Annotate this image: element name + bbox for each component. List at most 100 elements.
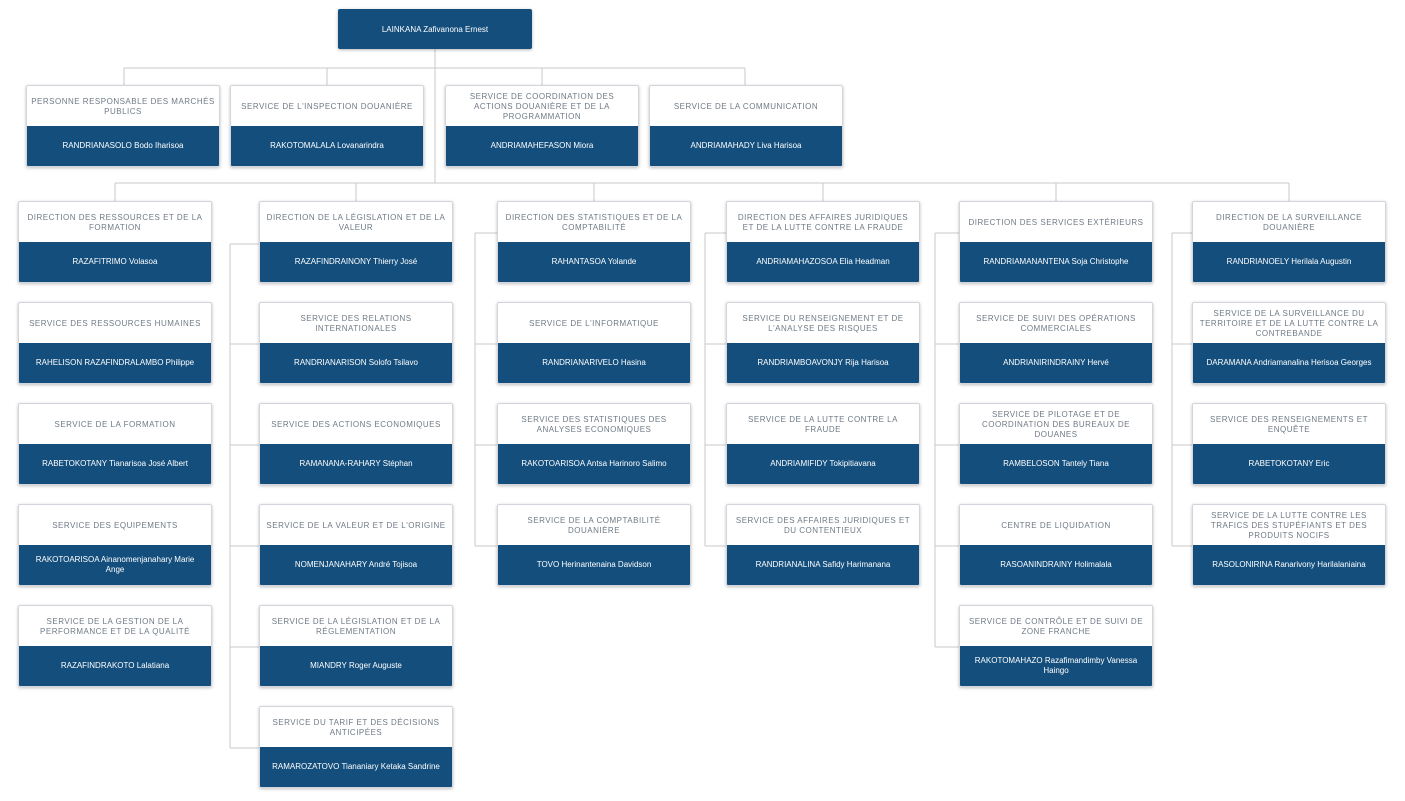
direction-5-service-4[interactable]: SERVICE DE CONTRÔLE ET DE SUIVI DE ZONE … xyxy=(959,605,1153,687)
card-person: NOMENJANAHARY André Tojisoa xyxy=(260,545,452,585)
card-person: RAMBELOSON Tantely Tiana xyxy=(960,444,1152,484)
direction-2-service-1[interactable]: SERVICE DES RELATIONS INTERNATIONALES RA… xyxy=(259,302,453,384)
card-person: RASOANINDRAINY Holimalala xyxy=(960,545,1152,585)
card-person: RAKOTOARISOA Ainanomenjanahary Marie Ang… xyxy=(19,545,211,585)
direction-6-service-1[interactable]: SERVICE DE LA SURVEILLANCE DU TERRITOIRE… xyxy=(1192,302,1386,384)
card-title: SERVICE DE L'INFORMATIQUE xyxy=(529,318,659,328)
card-title: PERSONNE RESPONSABLE DES MARCHÉS PUBLICS xyxy=(31,96,215,116)
card-person: RAMANANA-RAHARY Stéphan xyxy=(260,444,452,484)
direction-6-service-2[interactable]: SERVICE DES RENSEIGNEMENTS ET ENQUÊTE RA… xyxy=(1192,403,1386,485)
card-person: RAZAFITRIMO Volasoa xyxy=(19,242,211,282)
card-title: CENTRE DE LIQUIDATION xyxy=(1001,520,1111,530)
card-person: RANDRIANASOLO Bodo Iharisoa xyxy=(27,126,219,166)
direction-2-service-5[interactable]: SERVICE DU TARIF ET DES DÉCISIONS ANTICI… xyxy=(259,706,453,788)
direction-5[interactable]: DIRECTION DES SERVICES EXTÉRIEURS RANDRI… xyxy=(959,201,1153,283)
card-person: RANDRIAMANANTENA Soja Christophe xyxy=(960,242,1152,282)
root-node[interactable]: LAINKANA Zafivanona Ernest xyxy=(338,9,532,49)
card-person: RASOLONIRINA Ranarivony Harilalaniaina xyxy=(1193,545,1385,585)
card-title: SERVICE DES EQUIPEMENTS xyxy=(52,520,178,530)
card-title: SERVICE DU RENSEIGNEMENT ET DE L'ANALYSE… xyxy=(742,313,904,333)
card-title: SERVICE DE PILOTAGE ET DE COORDINATION D… xyxy=(981,409,1131,439)
card-person: RAKOTOMALALA Lovanarindra xyxy=(231,126,423,166)
card-title: SERVICE DE SUIVI DES OPÉRATIONS COMMERCI… xyxy=(976,313,1136,333)
card-title: SERVICE DE LA LUTTE CONTRE LES TRAFICS D… xyxy=(1210,510,1368,540)
card-title: SERVICE DES RELATIONS INTERNATIONALES xyxy=(300,313,412,333)
card-person: DARAMANA Andriamanalina Herisoa Georges xyxy=(1193,343,1385,383)
card-person: ANDRIAMAHADY Liva Harisoa xyxy=(650,126,842,166)
root-person: LAINKANA Zafivanona Ernest xyxy=(381,24,489,34)
direction-1-service-2[interactable]: SERVICE DE LA FORMATION RABETOKOTANY Tia… xyxy=(18,403,212,485)
card-person: RANDRIAMBOAVONJY Rija Harisoa xyxy=(727,343,919,383)
direction-4-service-2[interactable]: SERVICE DE LA LUTTE CONTRE LA FRAUDE AND… xyxy=(726,403,920,485)
card-person: RAZAFINDRAINONY Thierry José xyxy=(260,242,452,282)
direction-1-service-3[interactable]: SERVICE DES EQUIPEMENTS RAKOTOARISOA Ain… xyxy=(18,504,212,586)
card-title: SERVICE DE LA LUTTE CONTRE LA FRAUDE xyxy=(748,414,898,434)
card-person: MIANDRY Roger Auguste xyxy=(260,646,452,686)
card-title: SERVICE DE LA SURVEILLANCE DU TERRITOIRE… xyxy=(1199,308,1379,338)
card-title: SERVICE DE LA FORMATION xyxy=(54,419,176,429)
direction-1-service-1[interactable]: SERVICE DES RESSOURCES HUMAINES RAHELISO… xyxy=(18,302,212,384)
card-title: SERVICE DE LA VALEUR ET DE L'ORIGINE xyxy=(266,520,446,530)
card-title: SERVICE DES AFFAIRES JURIDIQUES ET DU CO… xyxy=(735,515,911,535)
card-person: RAKOTOARISOA Antsa Harinoro Salimo xyxy=(498,444,690,484)
card-person: TOVO Herinantenaina Davidson xyxy=(498,545,690,585)
card-title: DIRECTION DE LA SURVEILLANCE DOUANIÈRE xyxy=(1216,212,1362,232)
direction-2-service-4[interactable]: SERVICE DE LA LÉGISLATION ET DE LA RÉGLE… xyxy=(259,605,453,687)
card-person: RAMAROZATOVO Tiananiary Ketaka Sandrine xyxy=(260,747,452,787)
direction-3[interactable]: DIRECTION DES STATISTIQUES ET DE LA COMP… xyxy=(497,201,691,283)
card-title: SERVICE DE L'INSPECTION DOUANIÈRE xyxy=(241,101,413,111)
direction-3-service-3[interactable]: SERVICE DE LA COMPTABILITÉ DOUANIÈRE TOV… xyxy=(497,504,691,586)
card-title: DIRECTION DES STATISTIQUES ET DE LA COMP… xyxy=(505,212,683,232)
card-person: RAKOTOMAHAZO Razafimandimby Vanessa Hain… xyxy=(960,646,1152,686)
direction-2-service-3[interactable]: SERVICE DE LA VALEUR ET DE L'ORIGINE NOM… xyxy=(259,504,453,586)
card-person: RABETOKOTANY Tianarisoa José Albert xyxy=(19,444,211,484)
card-person: ANDRIANIRINDRAINY Hervé xyxy=(960,343,1152,383)
card-person: RANDRIANARIVELO Hasina xyxy=(498,343,690,383)
card-title: SERVICE DES ACTIONS ECONOMIQUES xyxy=(271,419,441,429)
card-title: SERVICE DES STATISTIQUES DES ANALYSES EC… xyxy=(521,414,667,434)
direction-1[interactable]: DIRECTION DES RESSOURCES ET DE LA FORMAT… xyxy=(18,201,212,283)
service-top-3[interactable]: SERVICE DE COORDINATION DES ACTIONS DOUA… xyxy=(445,85,639,167)
card-person: RABETOKOTANY Eric xyxy=(1193,444,1385,484)
direction-3-service-1[interactable]: SERVICE DE L'INFORMATIQUE RANDRIANARIVEL… xyxy=(497,302,691,384)
direction-2[interactable]: DIRECTION DE LA LÉGISLATION ET DE LA VAL… xyxy=(259,201,453,283)
card-person: RAZAFINDRAKOTO Lalatiana xyxy=(19,646,211,686)
direction-5-service-1[interactable]: SERVICE DE SUIVI DES OPÉRATIONS COMMERCI… xyxy=(959,302,1153,384)
card-title: SERVICE DE LA LÉGISLATION ET DE LA RÉGLE… xyxy=(271,616,441,636)
direction-6-service-3[interactable]: SERVICE DE LA LUTTE CONTRE LES TRAFICS D… xyxy=(1192,504,1386,586)
direction-2-service-2[interactable]: SERVICE DES ACTIONS ECONOMIQUES RAMANANA… xyxy=(259,403,453,485)
direction-4-service-1[interactable]: SERVICE DU RENSEIGNEMENT ET DE L'ANALYSE… xyxy=(726,302,920,384)
card-title: DIRECTION DE LA LÉGISLATION ET DE LA VAL… xyxy=(266,212,446,232)
card-person: RAHANTASOA Yolande xyxy=(498,242,690,282)
card-title: SERVICE DU TARIF ET DES DÉCISIONS ANTICI… xyxy=(272,717,440,737)
card-title: SERVICE DE LA COMMUNICATION xyxy=(673,101,819,111)
card-title: SERVICE DE CONTRÔLE ET DE SUIVI DE ZONE … xyxy=(968,616,1144,636)
card-title: SERVICE DES RESSOURCES HUMAINES xyxy=(29,318,201,328)
direction-1-service-4[interactable]: SERVICE DE LA GESTION DE LA PERFORMANCE … xyxy=(18,605,212,687)
card-person: RAHELISON RAZAFINDRALAMBO Philippe xyxy=(19,343,211,383)
card-title: SERVICE DE LA GESTION DE LA PERFORMANCE … xyxy=(40,616,190,636)
direction-3-service-2[interactable]: SERVICE DES STATISTIQUES DES ANALYSES EC… xyxy=(497,403,691,485)
card-title: SERVICE DE LA COMPTABILITÉ DOUANIÈRE xyxy=(527,515,661,535)
card-title: SERVICE DES RENSEIGNEMENTS ET ENQUÊTE xyxy=(1210,414,1368,434)
direction-5-service-3[interactable]: CENTRE DE LIQUIDATION RASOANINDRAINY Hol… xyxy=(959,504,1153,586)
card-person: RANDRIANARISON Solofo Tsilavo xyxy=(260,343,452,383)
direction-4-service-3[interactable]: SERVICE DES AFFAIRES JURIDIQUES ET DU CO… xyxy=(726,504,920,586)
card-person: ANDRIAMIFIDY Tokipitiavana xyxy=(727,444,919,484)
card-person: RANDRIANALINA Safidy Harimanana xyxy=(727,545,919,585)
card-title: DIRECTION DES RESSOURCES ET DE LA FORMAT… xyxy=(27,212,203,232)
service-top-1[interactable]: PERSONNE RESPONSABLE DES MARCHÉS PUBLICS… xyxy=(26,85,220,167)
card-title: DIRECTION DES AFFAIRES JURIDIQUES ET DE … xyxy=(737,212,909,232)
direction-5-service-2[interactable]: SERVICE DE PILOTAGE ET DE COORDINATION D… xyxy=(959,403,1153,485)
direction-6[interactable]: DIRECTION DE LA SURVEILLANCE DOUANIÈRE R… xyxy=(1192,201,1386,283)
card-title: DIRECTION DES SERVICES EXTÉRIEURS xyxy=(968,217,1144,227)
card-person: ANDRIAMAHAZOSOA Elia Headman xyxy=(727,242,919,282)
card-title: SERVICE DE COORDINATION DES ACTIONS DOUA… xyxy=(469,91,615,121)
service-top-2[interactable]: SERVICE DE L'INSPECTION DOUANIÈRE RAKOTO… xyxy=(230,85,424,167)
service-top-4[interactable]: SERVICE DE LA COMMUNICATION ANDRIAMAHADY… xyxy=(649,85,843,167)
direction-4[interactable]: DIRECTION DES AFFAIRES JURIDIQUES ET DE … xyxy=(726,201,920,283)
card-person: ANDRIAMAHEFASON Miora xyxy=(446,126,638,166)
card-person: RANDRIANOELY Herilala Augustin xyxy=(1193,242,1385,282)
